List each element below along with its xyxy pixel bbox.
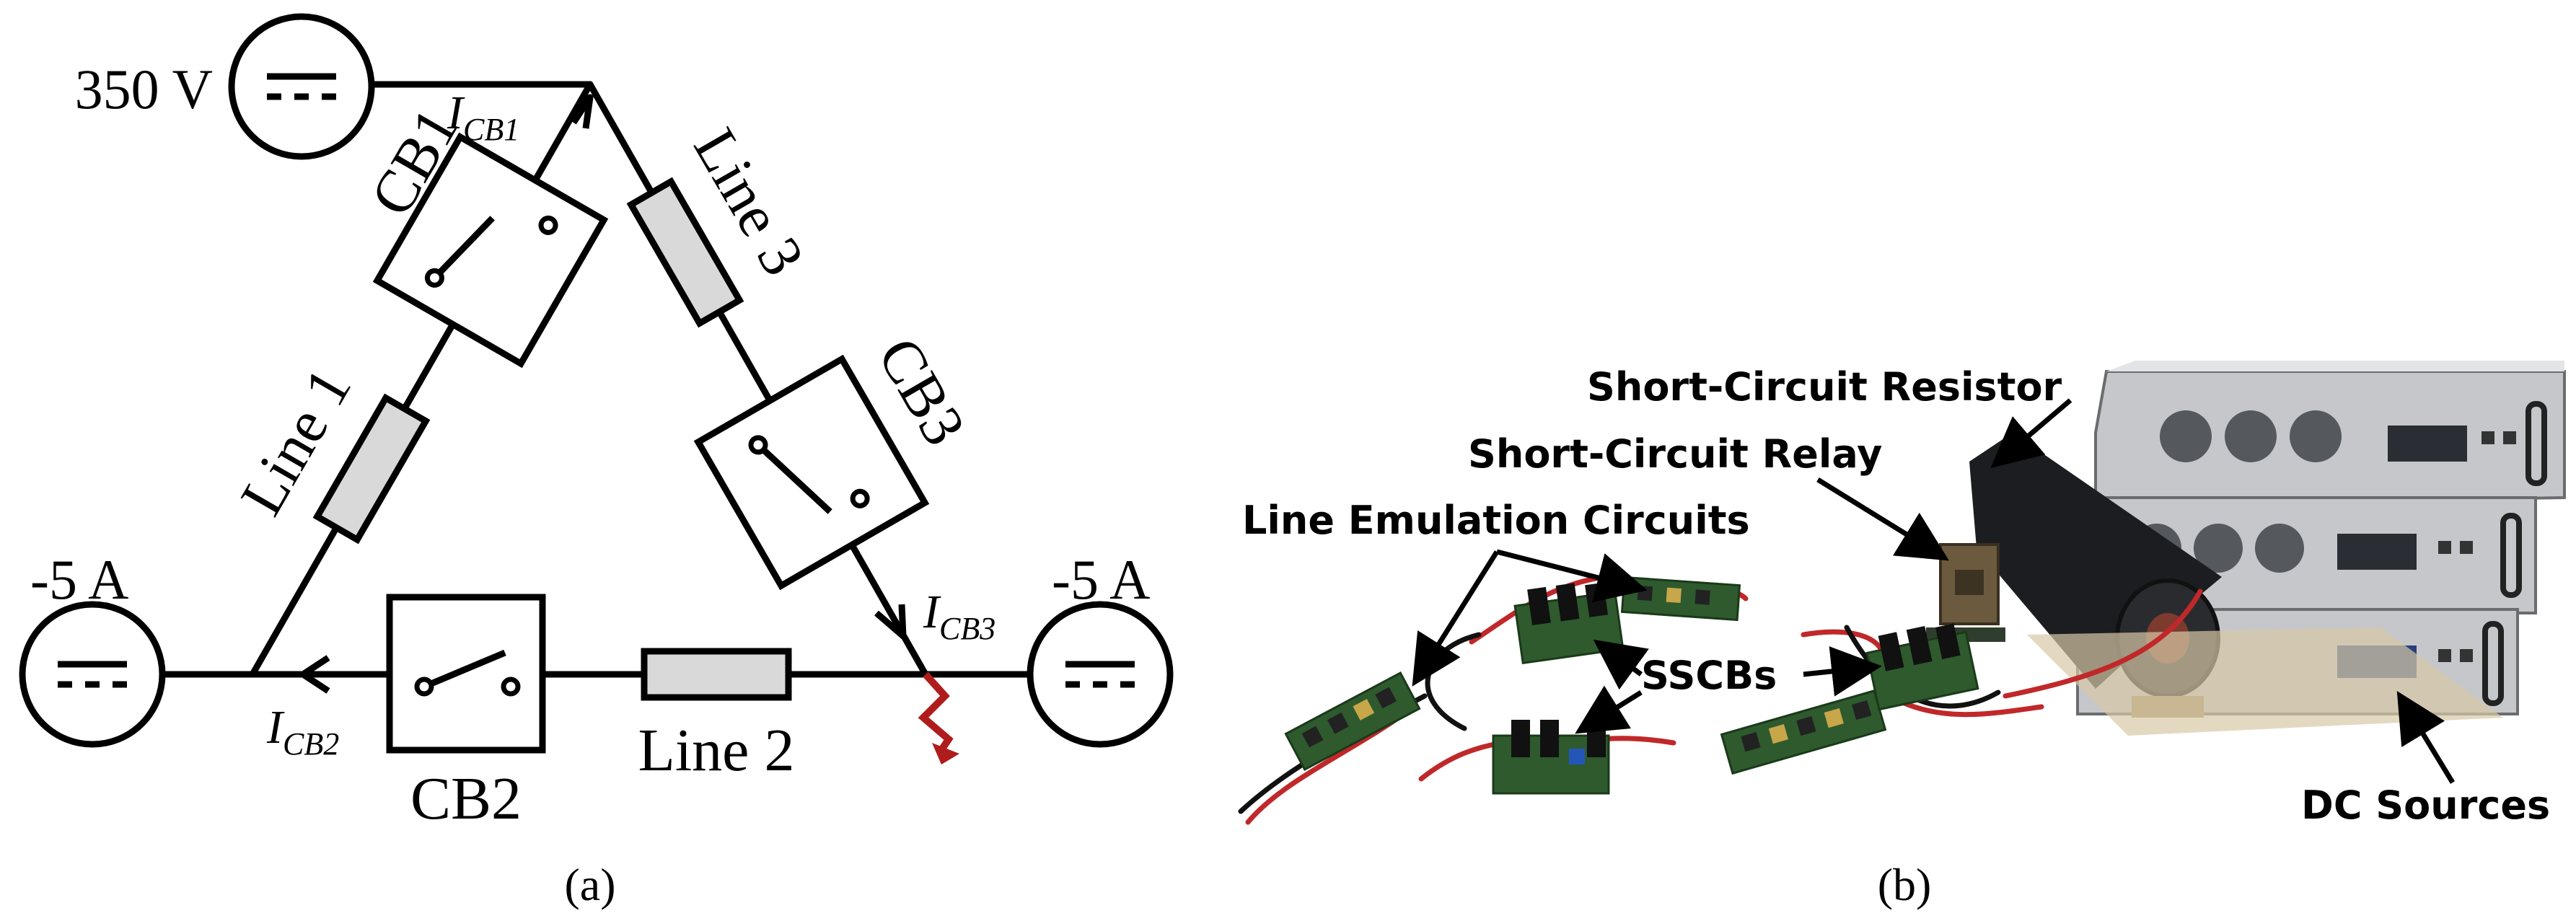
line-emulation-board bbox=[1620, 576, 1741, 622]
dc-source-top bbox=[228, 13, 375, 160]
arrow-line-emulation-1 bbox=[1412, 550, 1499, 687]
arrow-relay bbox=[1816, 477, 1949, 561]
panel-a-schematic: 350 V -5 A -5 A CB1 Line 1 bbox=[19, 13, 1174, 910]
icb2-label: ICB2 bbox=[266, 701, 339, 762]
arrow-sscb-1 bbox=[1593, 639, 1649, 690]
wire-right-diagonal bbox=[586, 81, 929, 678]
right-source-label: -5 A bbox=[1052, 548, 1151, 611]
label-dc-sources: DC Sources bbox=[2301, 783, 2550, 828]
caption-a: (a) bbox=[564, 859, 615, 910]
arrow-resistor bbox=[1990, 398, 2072, 469]
icb1-arrow bbox=[571, 94, 594, 129]
label-sscbs: SSCBs bbox=[1641, 653, 1777, 698]
dc-source-left bbox=[19, 601, 166, 748]
arrow-sscb-3 bbox=[1575, 685, 1643, 734]
label-line-emulation: Line Emulation Circuits bbox=[1242, 498, 1750, 543]
arrow-dc-sources bbox=[2396, 691, 2455, 784]
arrow-line-emulation-2 bbox=[1496, 549, 1648, 602]
circuit-breaker-cb3 bbox=[693, 354, 930, 591]
panel-b-photo: Short-Circuit Resistor Short-Circuit Rel… bbox=[1238, 361, 2566, 910]
sscb-board bbox=[1492, 720, 1610, 795]
caption-b: (b) bbox=[1878, 859, 1932, 910]
source-circle bbox=[19, 601, 166, 748]
base-plate bbox=[2027, 627, 2503, 736]
line-emulation-board bbox=[1284, 671, 1421, 772]
dc-source-instrument-top bbox=[2094, 361, 2566, 507]
sscb-board bbox=[1865, 623, 1979, 711]
circuit-breaker-cb1 bbox=[372, 132, 609, 369]
left-source-label: -5 A bbox=[30, 548, 129, 611]
current-symbol: I bbox=[447, 87, 465, 139]
line-emulation-board bbox=[1720, 689, 1887, 775]
current-symbol: I bbox=[923, 586, 941, 638]
circuit-breaker-cb2 bbox=[386, 594, 546, 754]
dc-source-right bbox=[1027, 601, 1174, 748]
fault-symbol bbox=[918, 671, 954, 752]
label-short-circuit-relay: Short-Circuit Relay bbox=[1468, 431, 1882, 477]
subscript: CB1 bbox=[463, 112, 519, 147]
line2-resistor bbox=[641, 648, 792, 701]
subscript: CB2 bbox=[283, 726, 339, 762]
line2-label: Line 2 bbox=[638, 717, 795, 784]
icb3-arrow bbox=[874, 604, 907, 640]
line1-resistor bbox=[312, 393, 431, 545]
fault-arrow-tip bbox=[932, 743, 959, 764]
line3-resistor bbox=[626, 177, 744, 328]
cb2-label: CB2 bbox=[410, 765, 522, 832]
annotation-arrows bbox=[1412, 398, 2455, 784]
arrow-sscb-2 bbox=[1803, 646, 1882, 697]
label-short-circuit-resistor: Short-Circuit Resistor bbox=[1587, 364, 2062, 410]
icb3-label: ICB3 bbox=[923, 586, 995, 646]
icb1-label: ICB1 bbox=[447, 87, 519, 147]
source-voltage-label: 350 V bbox=[75, 58, 213, 120]
current-symbol: I bbox=[266, 701, 285, 754]
source-circle bbox=[228, 13, 375, 160]
subscript: CB3 bbox=[939, 611, 995, 646]
source-circle bbox=[1027, 601, 1174, 748]
icb2-arrow bbox=[299, 655, 330, 694]
